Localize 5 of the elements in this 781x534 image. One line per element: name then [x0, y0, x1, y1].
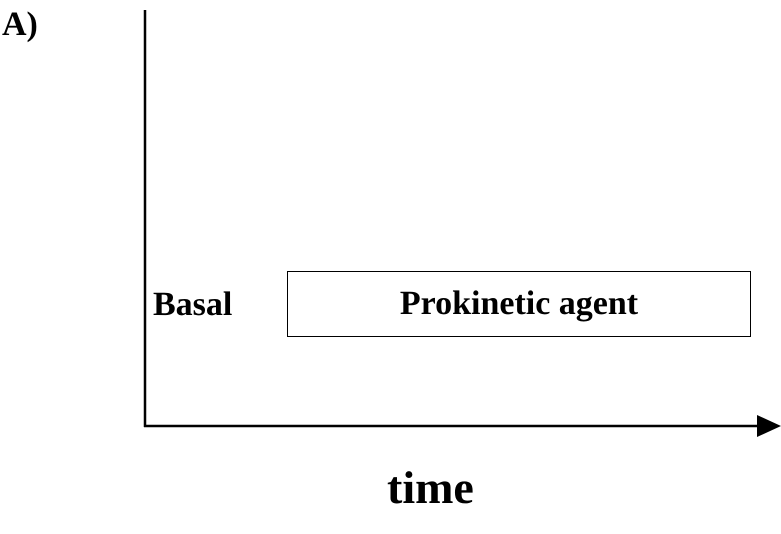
- phase-text: Prokinetic agent: [400, 287, 638, 321]
- panel-label: A): [2, 8, 38, 42]
- axis-label: time: [387, 465, 474, 511]
- phase-label: Basal: [153, 288, 232, 322]
- phase-box: [287, 271, 751, 337]
